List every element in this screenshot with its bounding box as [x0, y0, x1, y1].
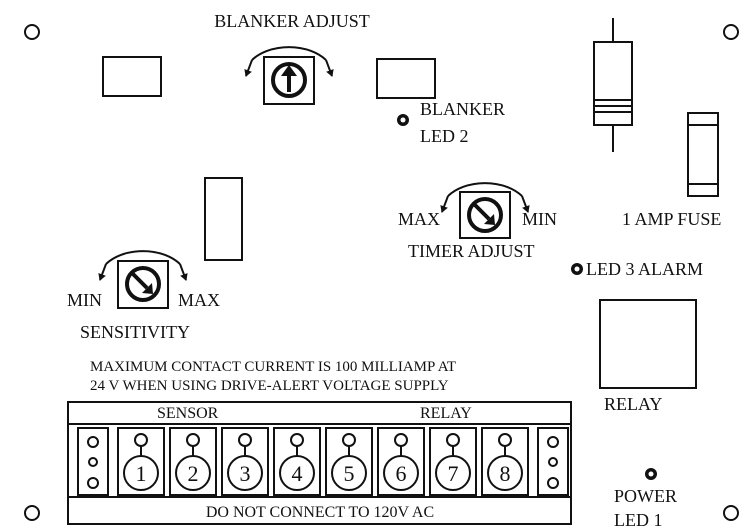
- timer-min-label: MIN: [522, 209, 557, 229]
- terminal-screw-6[interactable]: 6: [377, 427, 425, 496]
- sensitivity-label: SENSITIVITY: [80, 322, 190, 342]
- timer-adjust-potentiometer-icon[interactable]: [440, 182, 530, 239]
- resistor-component: [593, 18, 633, 152]
- terminal-screw-1[interactable]: 1: [117, 427, 165, 496]
- terminal-number: 7: [448, 461, 459, 486]
- rotation-arc-icon: [105, 250, 181, 265]
- terminal-number: 3: [240, 461, 251, 486]
- sensitivity-max-label: MAX: [178, 290, 220, 310]
- timer-adjust-label: TIMER ADJUST: [408, 241, 535, 261]
- mounting-hole-icon: [723, 24, 739, 40]
- power-led-label-line1: POWER: [614, 486, 677, 506]
- sensor-header: SENSOR: [157, 405, 219, 422]
- relay-header: RELAY: [420, 405, 472, 422]
- mounting-hole-icon: [723, 505, 739, 521]
- terminal-screw-5[interactable]: 5: [325, 427, 373, 496]
- terminal-screw-2[interactable]: 2: [169, 427, 217, 496]
- notice-line2: 24 V WHEN USING DRIVE-ALERT VOLTAGE SUPP…: [90, 378, 449, 394]
- fuse-label: 1 AMP FUSE: [622, 209, 721, 229]
- led3-alarm-icon: [571, 263, 583, 275]
- sensitivity-min-label: MIN: [67, 290, 102, 310]
- blanker-led-icon: [397, 114, 409, 126]
- ccw-arrow-icon: [98, 263, 107, 281]
- cw-arrow-icon: [179, 263, 188, 281]
- power-led-icon: [645, 468, 657, 480]
- terminal-number: 2: [188, 461, 199, 486]
- blanker-adjust-label: BLANKER ADJUST: [214, 11, 370, 31]
- fuse-component: [687, 112, 719, 197]
- rotation-arc-icon: [447, 182, 523, 197]
- blanker-led-label-line2: LED 2: [420, 126, 469, 146]
- terminal-number: 4: [292, 461, 303, 486]
- terminal-screw-4[interactable]: 4: [273, 427, 321, 496]
- blanker-component-left: [102, 56, 162, 97]
- terminal-number: 1: [136, 461, 147, 486]
- mounting-hole-icon: [24, 505, 40, 521]
- terminal-number: 8: [500, 461, 511, 486]
- rotation-arc-icon: [251, 46, 327, 61]
- terminal-end-cap-right: [537, 427, 569, 496]
- blanker-component-right: [376, 58, 436, 99]
- ccw-arrow-icon: [244, 59, 253, 77]
- terminal-number: 6: [396, 461, 407, 486]
- cw-arrow-icon: [521, 195, 530, 213]
- terminal-screw-3[interactable]: 3: [221, 427, 269, 496]
- led3-alarm-label: LED 3 ALARM: [586, 259, 703, 279]
- notice-line1: MAXIMUM CONTACT CURRENT IS 100 MILLIAMP …: [90, 359, 456, 375]
- power-led-label-line2: LED 1: [614, 510, 663, 530]
- terminal-end-cap-left: [77, 427, 109, 496]
- relay-box-label: RELAY: [604, 394, 662, 414]
- mounting-hole-icon: [24, 24, 40, 40]
- sensitivity-component: [204, 177, 243, 261]
- terminal-number: 5: [344, 461, 355, 486]
- cw-arrow-icon: [325, 59, 334, 77]
- timer-max-label: MAX: [398, 209, 440, 229]
- blanker-adjust-potentiometer-icon[interactable]: [244, 46, 334, 105]
- terminal-screw-8[interactable]: 8: [481, 427, 529, 496]
- warning-label: DO NOT CONNECT TO 120V AC: [206, 504, 434, 521]
- terminal-screw-7[interactable]: 7: [429, 427, 477, 496]
- terminal-screws: 1 2 3 4 5 6 7 8: [117, 427, 529, 496]
- sensitivity-potentiometer-icon[interactable]: [98, 250, 188, 309]
- ccw-arrow-icon: [440, 195, 449, 213]
- blanker-led-label-line1: BLANKER: [420, 99, 505, 119]
- relay-component: [599, 299, 697, 389]
